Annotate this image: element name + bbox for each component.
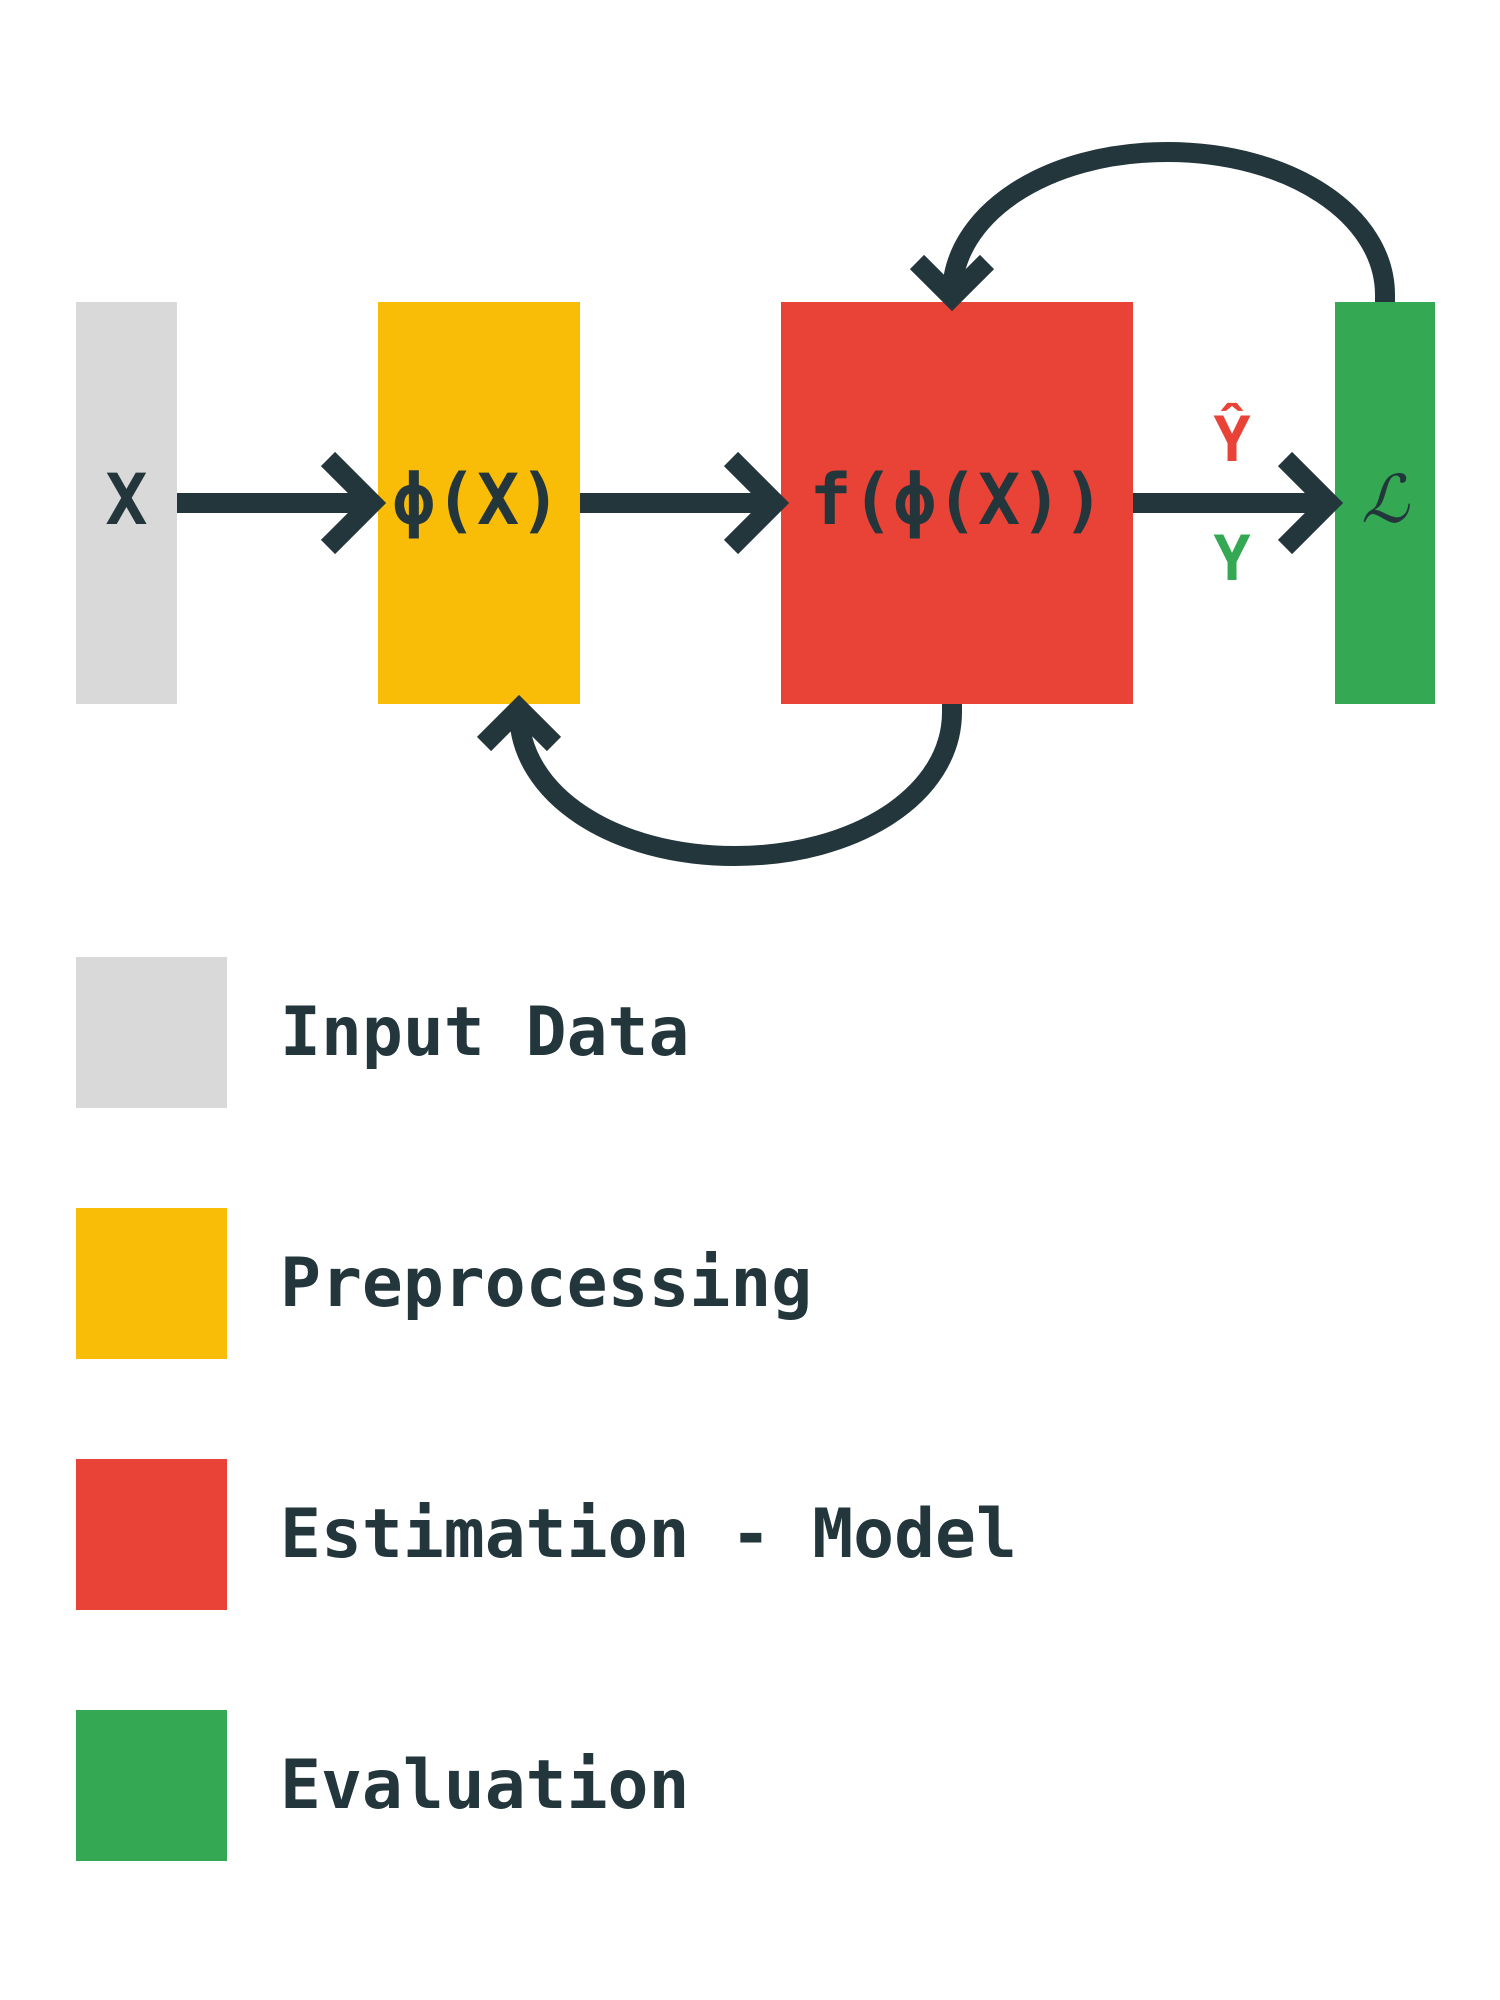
preprocessing-node-label: ϕ(X) [393,459,562,541]
legend-item-estimation-model: Estimation - Model [76,1459,1276,1610]
arrow-input-to-preprocessing [177,451,387,555]
arrow-model-to-evaluation [1133,451,1344,555]
legend-swatch-estimation-model [76,1459,227,1610]
input-data-box [76,302,177,704]
legend-swatch-input-data [76,957,227,1108]
legend-label-estimation-model: Estimation - Model [280,1495,1017,1574]
legend-item-input-data: Input Data [76,957,1276,1108]
evaluation-box [1335,302,1435,704]
arrow-preprocessing-to-model [580,451,790,555]
legend-label-input-data: Input Data [280,993,690,1072]
legend-label-evaluation: Evaluation [280,1746,690,1825]
model-box [781,302,1133,704]
legend-swatch-evaluation [76,1710,227,1861]
loss-node-label: ℒ [1361,461,1410,538]
target-label: Y [1213,522,1251,595]
model-node-label: f(ϕ(X)) [809,459,1104,541]
legend-item-evaluation: Evaluation [76,1710,1276,1861]
legend-swatch-preprocessing [76,1208,227,1359]
prediction-label: Ŷ [1213,402,1251,476]
legend-label-preprocessing: Preprocessing [280,1244,813,1323]
legend-item-preprocessing: Preprocessing [76,1208,1276,1359]
pipeline-diagram: X ϕ(X) f(ϕ(X)) ℒ Ŷ Y [76,141,1435,867]
feedback-arrow-evaluation-to-model [909,141,1395,312]
preprocessing-box [378,302,580,704]
feedback-arrow-model-to-preprocessing [476,694,962,867]
input-node-label: X [105,459,147,541]
